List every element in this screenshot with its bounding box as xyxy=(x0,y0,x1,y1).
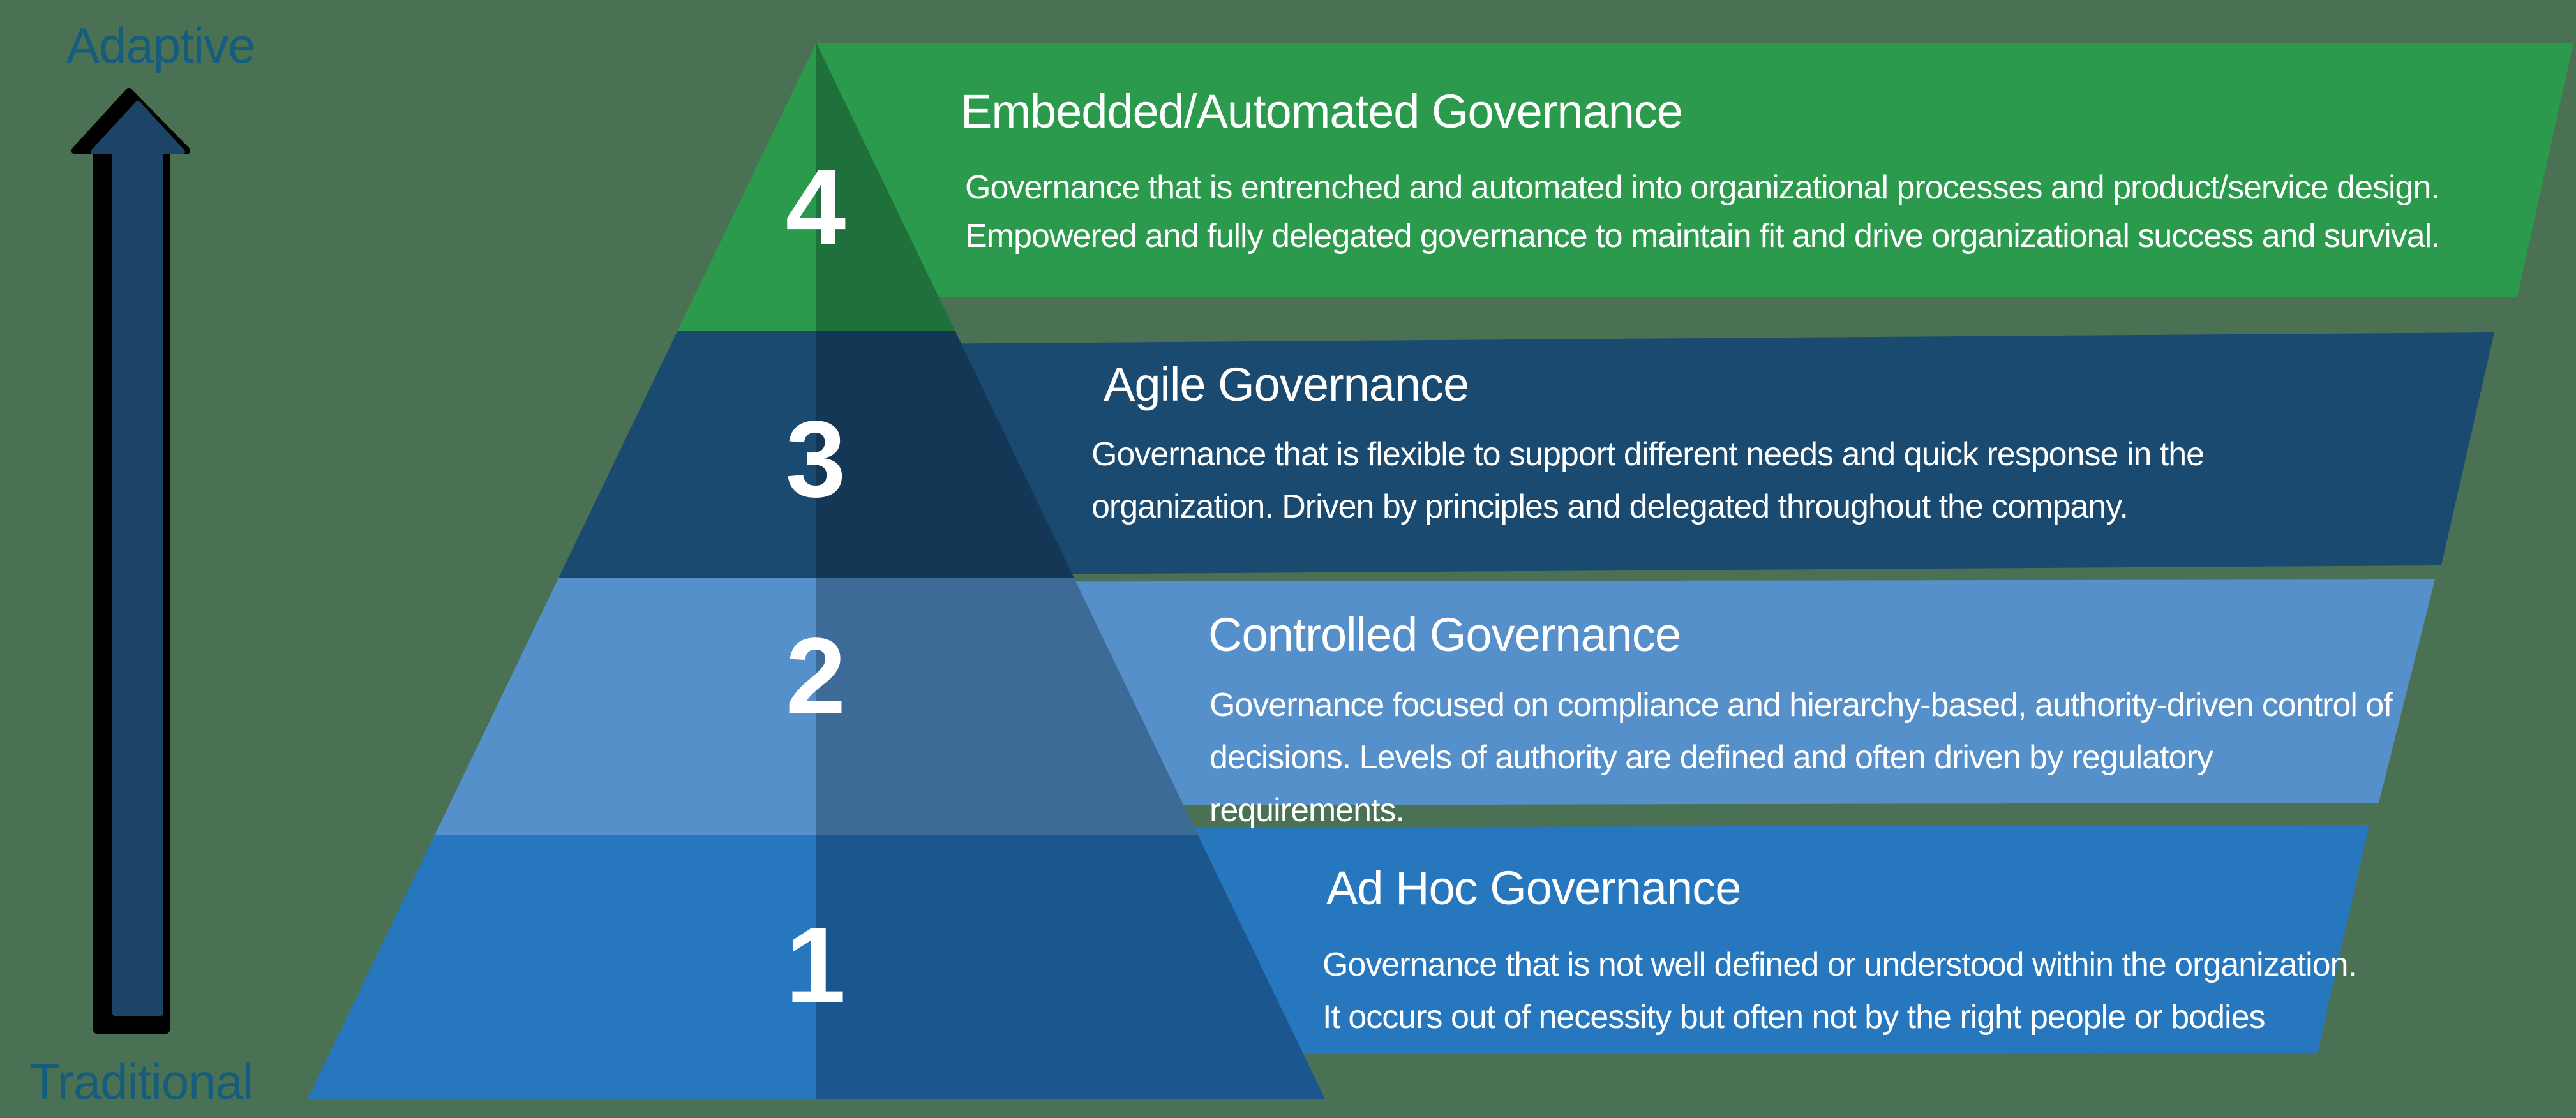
adaptive-label: Adaptive xyxy=(66,17,256,73)
level-3-desc-line: Governance that is flexible to support d… xyxy=(1091,436,2205,473)
pyramid-shadow-right-half xyxy=(816,43,1325,1099)
band-level-3 xyxy=(817,332,2494,576)
pyramid-stripe-1 xyxy=(308,835,1325,1099)
level-1-number: 1 xyxy=(785,905,846,1026)
up-arrow-icon xyxy=(91,101,185,1016)
level-2-desc-line: decisions. Levels of authority are defin… xyxy=(1209,739,2213,776)
level-3-title: Agile Governance xyxy=(1104,358,1469,411)
level-1-desc-line: Governance that is not well defined or u… xyxy=(1322,946,2357,983)
level-2-desc-line: requirements. xyxy=(1209,792,1405,829)
level-2-number: 2 xyxy=(785,616,846,737)
level-4-desc-line: Governance that is entrenched and automa… xyxy=(965,169,2440,206)
level-4-title: Embedded/Automated Governance xyxy=(961,85,1683,138)
level-4-number: 4 xyxy=(785,147,846,268)
traditional-label: Traditional xyxy=(29,1054,253,1110)
level-1-desc-line: It occurs out of necessity but often not… xyxy=(1322,999,2265,1036)
level-2-desc-line: Governance focused on compliance and hie… xyxy=(1209,687,2393,724)
level-4-desc-line: Empowered and fully delegated governance… xyxy=(965,218,2441,255)
level-2-title: Controlled Governance xyxy=(1208,608,1681,661)
level-3-number: 3 xyxy=(785,399,846,520)
band-level-4 xyxy=(817,43,2573,297)
level-1-title: Ad Hoc Governance xyxy=(1326,861,1741,914)
band-level-2 xyxy=(817,579,2435,806)
level-3-desc-line: organization. Driven by principles and d… xyxy=(1091,488,2129,525)
